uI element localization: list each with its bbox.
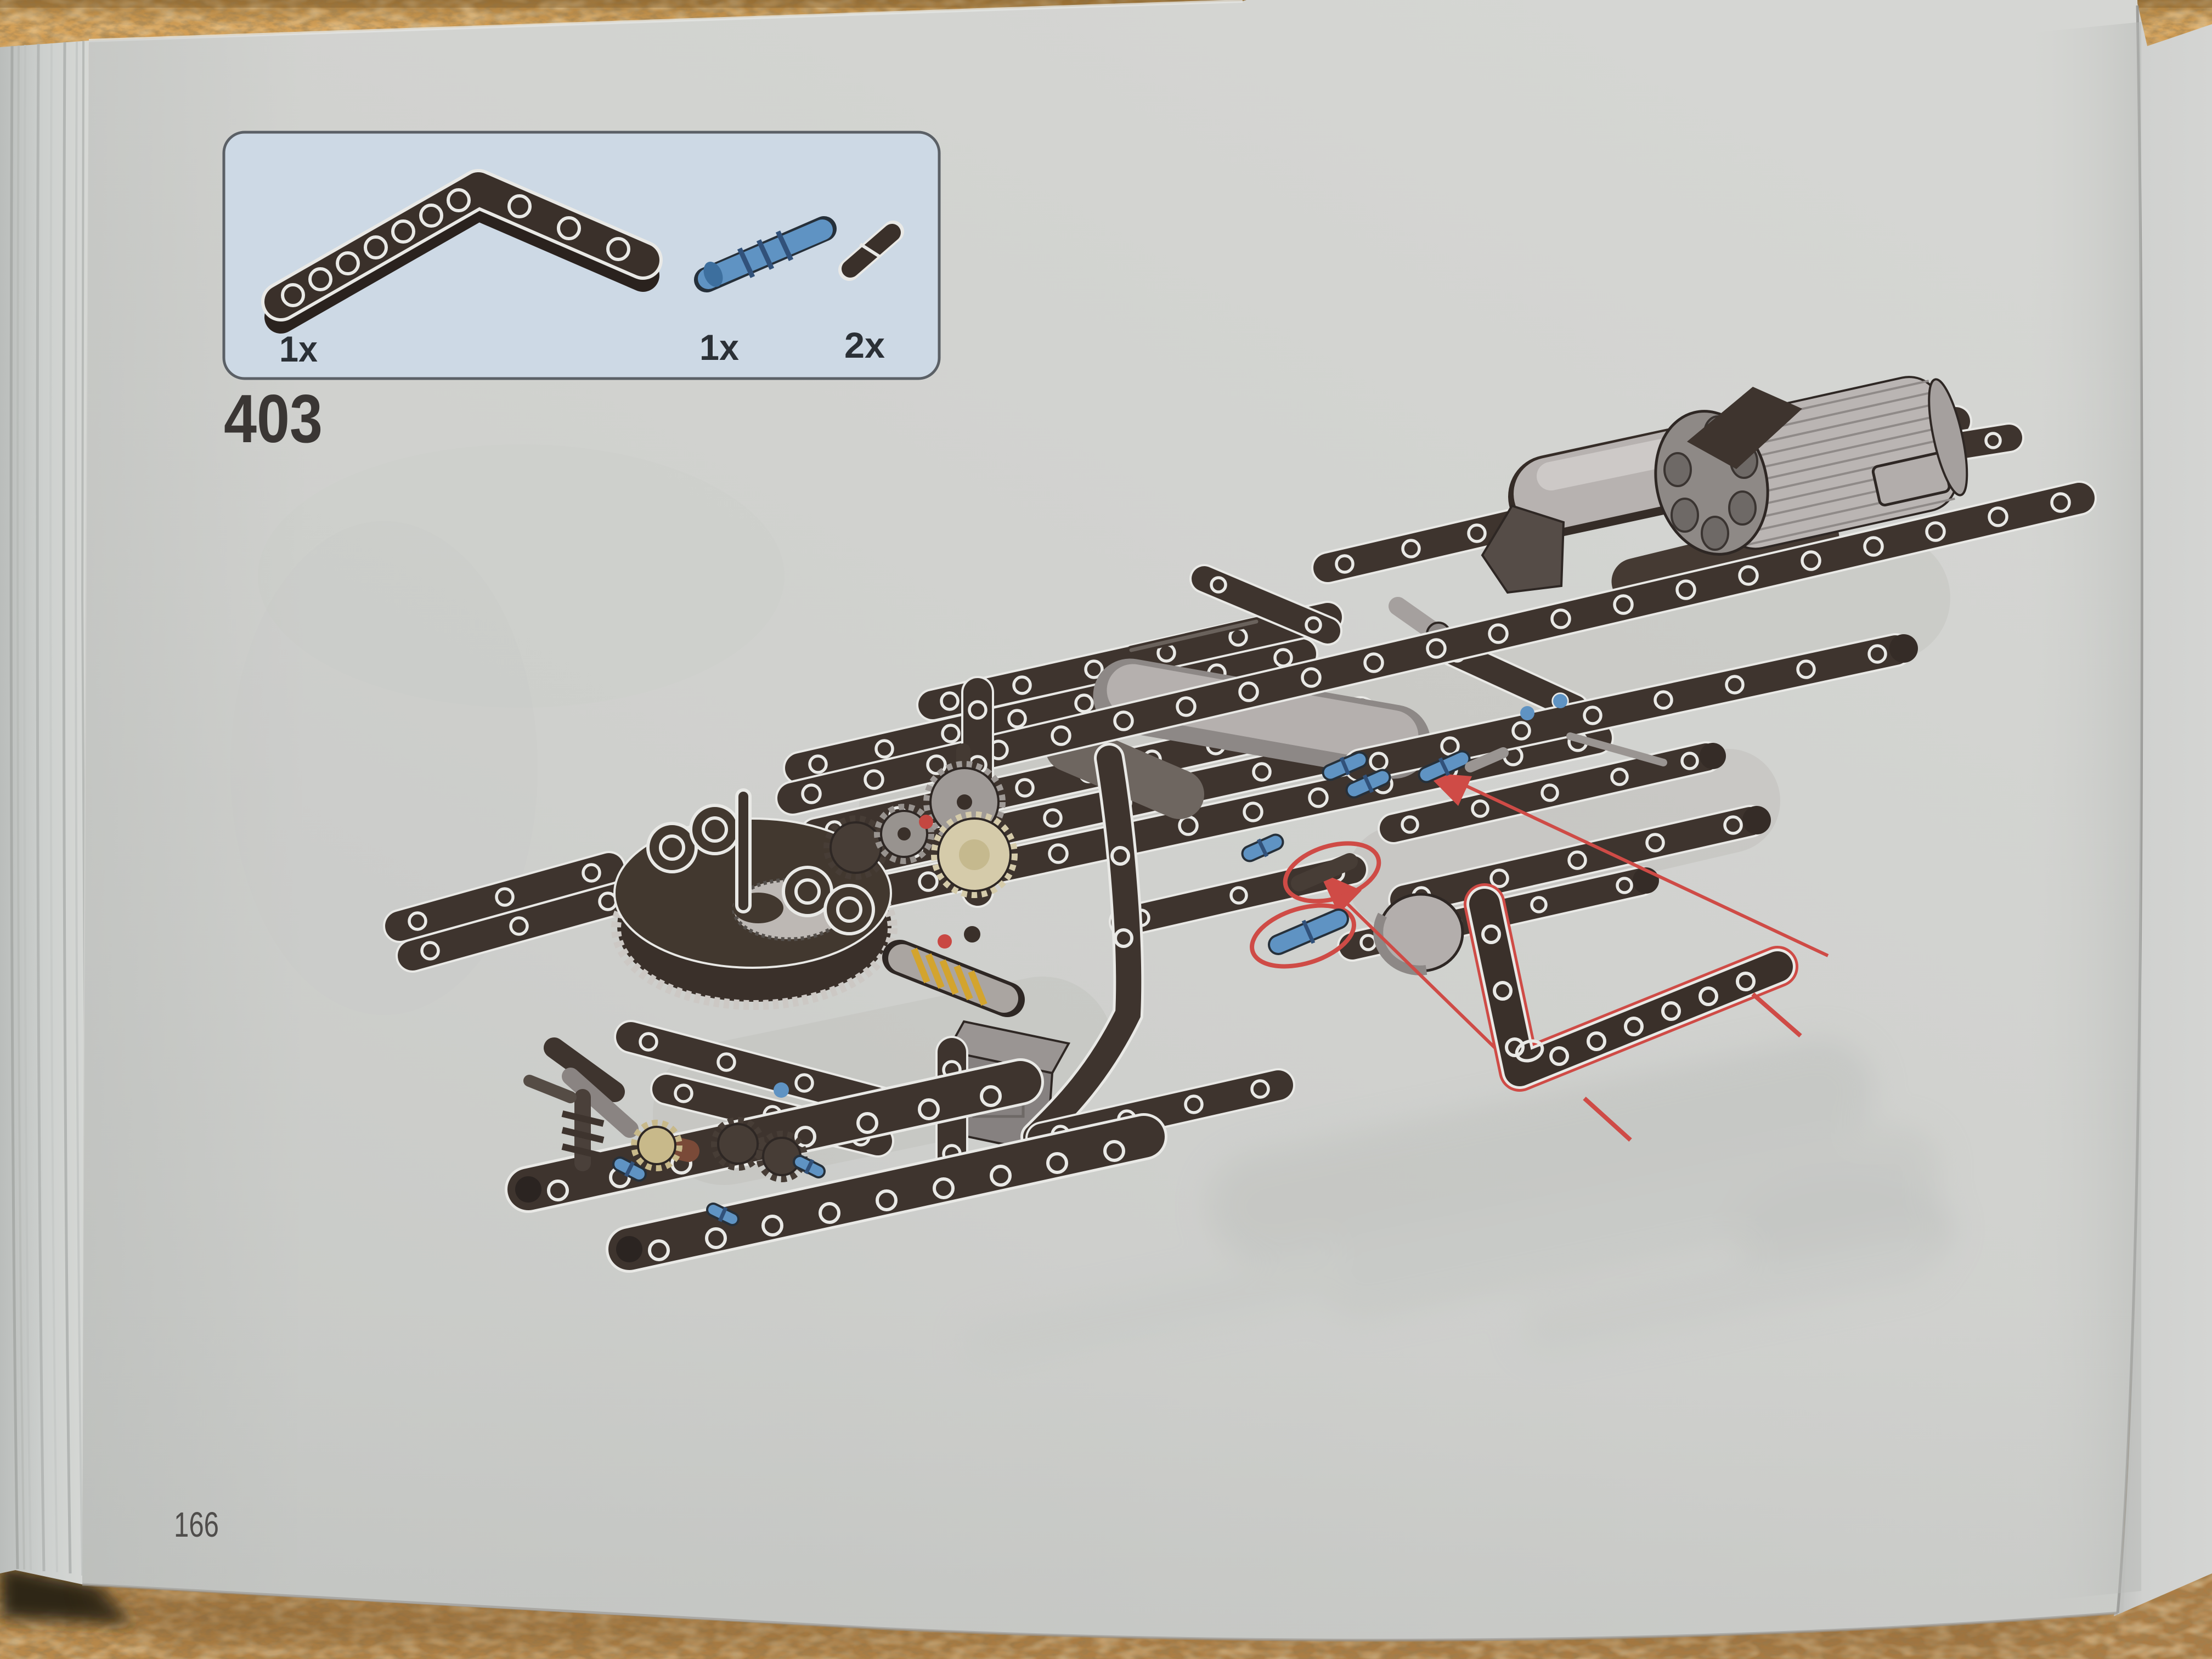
svg-text:2x: 2x (844, 325, 885, 365)
svg-text:1x: 1x (699, 327, 739, 368)
svg-text:1x: 1x (279, 329, 318, 369)
svg-text:403: 403 (224, 381, 323, 457)
svg-text:166: 166 (174, 1505, 219, 1544)
